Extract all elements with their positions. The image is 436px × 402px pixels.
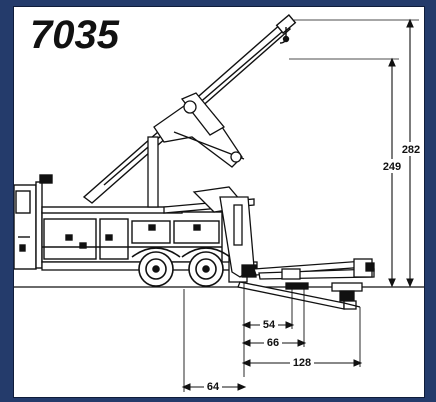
- reach-66-label: 66: [267, 337, 279, 349]
- reach-extension-lines: [183, 283, 361, 392]
- boom-base: [147, 92, 245, 208]
- reach-dimension-arrows: [181, 321, 363, 391]
- reach-64-label: 64: [207, 381, 220, 393]
- height-249-label: 249: [383, 161, 401, 173]
- truck-body: [41, 206, 223, 263]
- diagram-panel: 7035: [13, 6, 425, 398]
- reach-54-label: 54: [263, 319, 276, 331]
- height-282-label: 282: [402, 144, 420, 156]
- underlift-assembly: [219, 196, 257, 283]
- wrecker-diagram: 282 249 54 66: [14, 14, 424, 393]
- model-title: 7035: [30, 13, 119, 57]
- rear-wheels: [131, 247, 231, 287]
- underlift-arms: [237, 258, 375, 310]
- reach-128-label: 128: [293, 357, 311, 369]
